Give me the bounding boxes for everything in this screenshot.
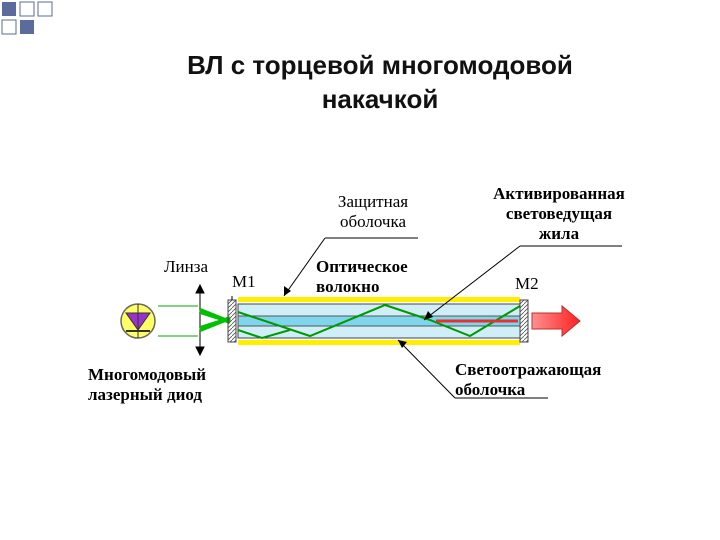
label-mirror-m2: M2 [515, 274, 539, 293]
label-protective-cladding-line2: оболочка [339, 212, 407, 231]
leader-lines [231, 237, 622, 399]
laser-diode-icon [120, 303, 156, 339]
label-optical-fiber-line2: волокно [316, 277, 380, 296]
output-arrow-icon [531, 304, 581, 338]
protective-cladding-bottom [238, 340, 520, 345]
leader-arrowheads [284, 286, 433, 348]
lens-axis [195, 283, 205, 357]
label-protective-cladding: Защитная оболочка [318, 192, 428, 232]
label-optical-fiber-line1: Оптическое [316, 257, 408, 276]
label-optical-fiber: Оптическое волокно [316, 257, 408, 297]
label-laser-diode-line2: лазерный диод [88, 385, 202, 404]
label-reflective-cladding-line2: оболочка [455, 380, 526, 399]
label-mirror-m1: M1 [232, 272, 256, 291]
slide-title-line1: ВЛ с торцевой многомодовой [187, 50, 573, 80]
label-laser-diode-line1: Многомодовый [88, 365, 207, 384]
label-laser-diode: Многомодовый лазерный диод [88, 365, 206, 405]
protective-cladding-top [238, 297, 520, 302]
label-lens: Линза [164, 257, 208, 276]
label-protective-cladding-line1: Защитная [337, 192, 409, 211]
label-active-core-line1: Активированная [493, 184, 625, 203]
diode-beam-guides [158, 305, 198, 337]
mirror-m1 [227, 299, 237, 343]
label-reflective-cladding: Светоотражающая оболочка [455, 360, 601, 400]
slide-title: ВЛ с торцевой многомодовой накачкой [130, 48, 630, 116]
slide-title-line2: накачкой [321, 84, 439, 114]
pump-ray-path-2 [237, 329, 291, 340]
lens-focusing-beams [199, 308, 231, 332]
label-active-core-line2: световедущая [505, 204, 613, 223]
label-active-core: Активированная световедущая жила [474, 184, 644, 244]
label-reflective-cladding-line1: Светоотражающая [455, 360, 602, 379]
slide-decoration [0, 0, 60, 40]
mirror-m2 [519, 299, 529, 343]
label-active-core-line3: жила [538, 224, 580, 243]
decorative-squares-icon [1, 1, 53, 35]
pump-ray-path [237, 303, 521, 338]
